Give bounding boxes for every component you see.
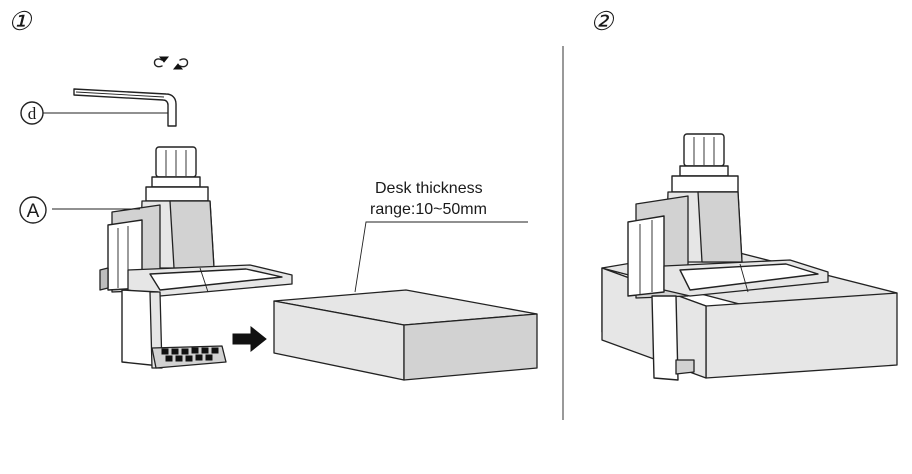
step-2-panel: ②	[590, 7, 898, 381]
svg-text:A: A	[27, 201, 40, 222]
desk-note-line-1: Desk thickness	[375, 180, 483, 197]
desk-thickness-note: Desk thickness range:10~50mm	[354, 180, 528, 293]
rotate-icon	[153, 56, 189, 70]
desk-note-line-2: range:10~50mm	[370, 201, 487, 218]
svg-text:d: d	[28, 104, 37, 123]
step-1-panel: ① d	[8, 7, 538, 381]
push-arrow-icon	[232, 325, 267, 353]
step-2-number: ②	[590, 7, 615, 36]
step-1-number: ①	[8, 7, 33, 36]
part-callout: A	[19, 196, 47, 224]
clamp-assembly	[99, 146, 293, 369]
tool-callout: d	[20, 101, 44, 125]
hex-key	[73, 88, 177, 127]
clamp-installed	[627, 133, 829, 381]
desk-block	[273, 289, 538, 381]
